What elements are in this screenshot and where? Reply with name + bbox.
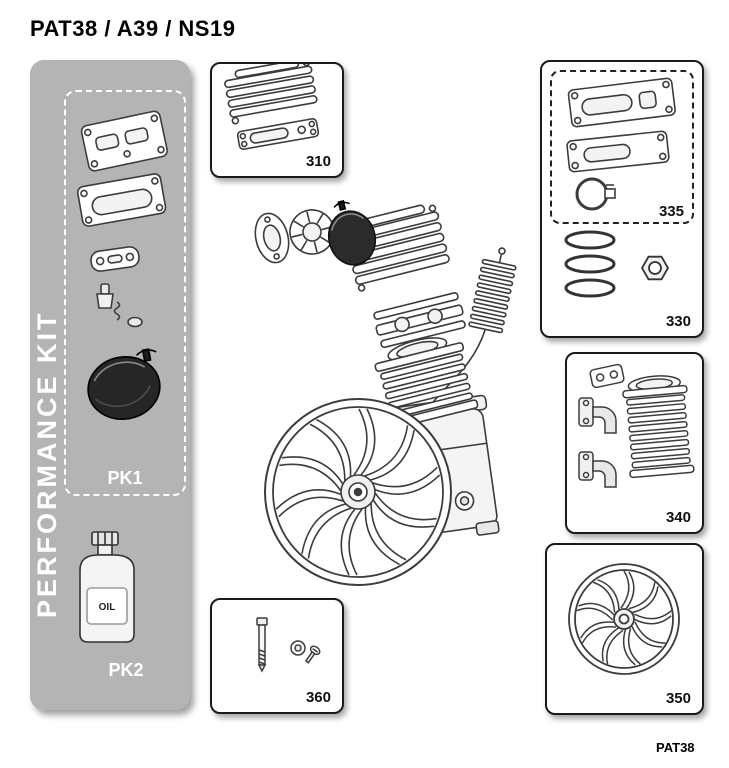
elbow-fitting-2 — [578, 451, 617, 488]
pk1-filter-housing — [87, 348, 161, 420]
footer-model-code: PAT38 — [656, 740, 695, 755]
piston-rings-illustration — [564, 230, 670, 298]
elbow-fitting-1 — [578, 397, 617, 434]
pk1-label: PK1 — [107, 468, 143, 488]
callout-number-350: 350 — [665, 690, 691, 707]
filter-element — [289, 209, 335, 255]
pump-exploded-view-illustration — [254, 200, 517, 586]
callout-box-340: 340 — [565, 352, 704, 534]
callout-box-310: 310 — [210, 62, 344, 178]
flywheel-illustration — [568, 563, 680, 675]
washer — [290, 640, 306, 656]
small-oval-gasket — [90, 246, 140, 272]
callout-box-330: 335 330 — [540, 60, 704, 338]
nut — [640, 255, 670, 281]
flywheel-spokes — [576, 570, 672, 666]
callout-number-310: 310 — [305, 153, 331, 170]
cylinder — [374, 337, 479, 430]
callout-number-340: 340 — [665, 509, 691, 526]
head-gaskets-illustration — [566, 77, 676, 211]
oil-label-text: OIL — [99, 602, 116, 613]
callout-box-360: 360 — [210, 598, 344, 714]
bolt — [256, 617, 268, 673]
callout-number-360: 360 — [305, 689, 331, 706]
performance-kit-panel: PERFORMANCE KIT — [30, 60, 190, 710]
aftercooler — [429, 247, 517, 407]
main-flywheel-spokes — [275, 408, 441, 576]
cylinder-and-fittings-illustration — [578, 363, 695, 488]
band-clamp — [575, 177, 616, 211]
callout-number-335: 335 — [658, 203, 684, 220]
pk2-label: PK2 — [108, 660, 144, 680]
callout-box-350: 350 — [545, 543, 704, 715]
small-gasket — [589, 363, 625, 389]
callout-number-330: 330 — [665, 313, 691, 330]
filter-backplate — [254, 212, 290, 264]
main-flywheel — [264, 398, 452, 586]
gasket-plate-a — [80, 110, 168, 172]
gasket-plate-b — [76, 173, 167, 227]
page-title: PAT38 / A39 / NS19 — [30, 16, 236, 41]
performance-kit-dashed-group: PK1 — [64, 90, 186, 496]
valve-and-spring-parts — [96, 283, 143, 328]
callout-group-335: 335 — [550, 70, 694, 224]
bolts-illustration — [256, 617, 321, 673]
pk2-oil-bottle-illustration: OIL — [79, 531, 135, 643]
valve-plate-gaskets — [373, 292, 466, 349]
gasket-plate-bottom — [566, 130, 670, 173]
filter-housing — [327, 200, 377, 266]
finned-cylinder — [622, 375, 695, 479]
cylinder-head-illustration — [224, 64, 320, 150]
gasket-plate-top — [567, 77, 676, 128]
performance-kit-parts-illustration — [76, 110, 168, 420]
small-screw — [304, 645, 321, 664]
